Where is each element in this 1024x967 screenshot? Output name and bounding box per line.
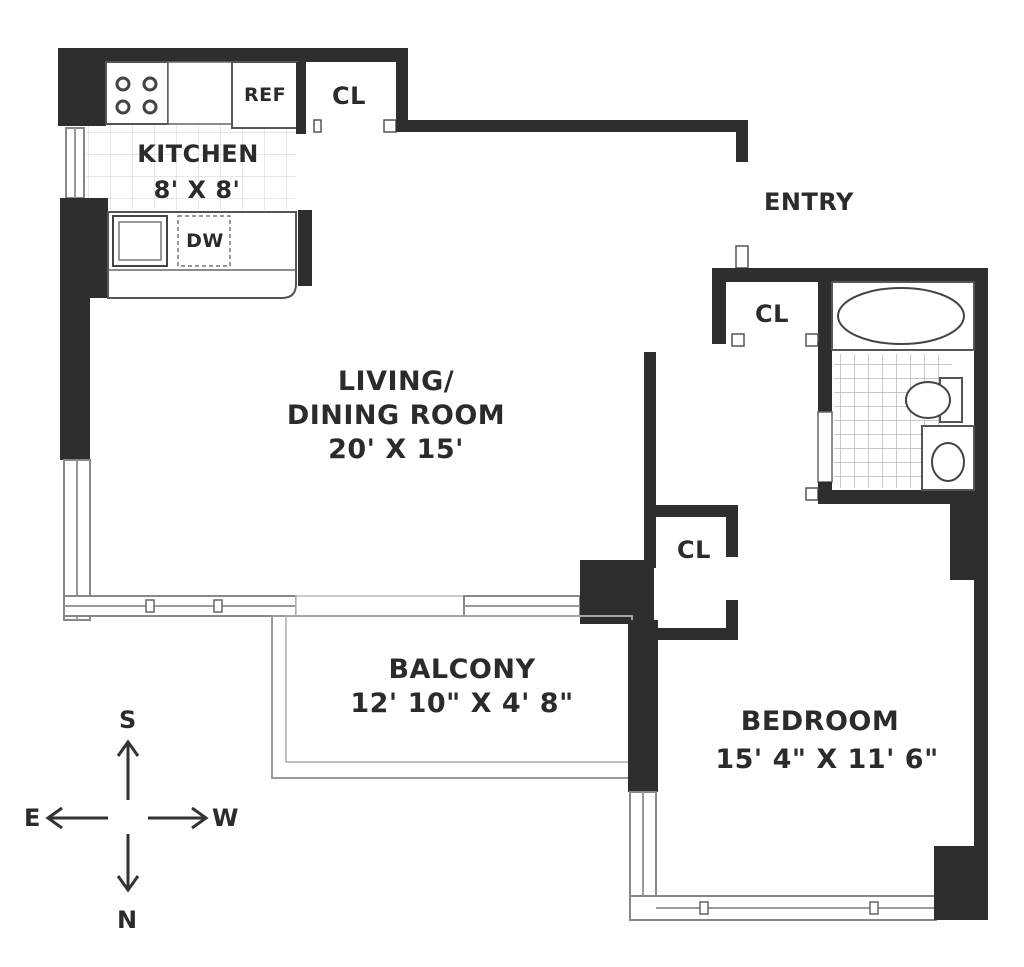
wall bbox=[974, 268, 988, 920]
wall bbox=[644, 352, 656, 568]
wall bbox=[712, 268, 726, 344]
living-name-line1: LIVING/ bbox=[337, 366, 455, 397]
bath-sink-icon bbox=[921, 425, 975, 491]
top-walls bbox=[383, 48, 748, 162]
refrigerator-icon bbox=[231, 61, 299, 129]
wall bbox=[58, 48, 408, 62]
wall bbox=[60, 290, 90, 460]
wall bbox=[656, 628, 738, 640]
compass-rose bbox=[45, 739, 209, 893]
entry-bath-walls bbox=[712, 245, 988, 504]
wall bbox=[712, 268, 988, 282]
dishwasher-icon bbox=[177, 215, 231, 267]
bedroom-name: BEDROOM bbox=[740, 706, 900, 737]
column bbox=[934, 846, 988, 920]
kitchen-size: 8' X 8' bbox=[153, 176, 241, 204]
living-bottom-wall bbox=[63, 560, 654, 624]
bathtub-icon bbox=[837, 287, 965, 345]
living-size: 20' X 15' bbox=[328, 434, 464, 465]
wall bbox=[396, 120, 748, 132]
living-left-wall bbox=[60, 290, 91, 621]
toilet-icon bbox=[905, 377, 963, 423]
wall bbox=[950, 500, 980, 580]
compass-west-label: W bbox=[212, 804, 239, 832]
wall bbox=[726, 600, 738, 640]
wall bbox=[396, 48, 408, 132]
column bbox=[580, 560, 654, 624]
closet-entry-label: CL bbox=[755, 300, 789, 328]
wall bbox=[736, 120, 748, 162]
bedroom-size: 15' 4" X 11' 6" bbox=[715, 744, 939, 775]
wall bbox=[726, 505, 738, 557]
sink-icon bbox=[112, 215, 168, 267]
stove-icon bbox=[105, 61, 169, 125]
compass-south-label: S bbox=[119, 706, 137, 734]
closet-kitchen-label: CL bbox=[332, 82, 366, 110]
refrigerator-label: REF bbox=[243, 84, 287, 106]
closet-bedroom-label: CL bbox=[677, 536, 711, 564]
compass-east-label: E bbox=[24, 804, 41, 832]
balcony-size: 12' 10" X 4' 8" bbox=[350, 688, 574, 719]
wall bbox=[818, 342, 832, 412]
compass-north-label: N bbox=[117, 906, 138, 934]
balcony-name: BALCONY bbox=[388, 654, 536, 685]
wall bbox=[58, 48, 106, 126]
wall bbox=[656, 505, 738, 517]
kitchen-area bbox=[58, 48, 408, 299]
wall bbox=[296, 62, 306, 134]
living-name-line2: DINING ROOM bbox=[286, 400, 506, 431]
bedroom-walls bbox=[628, 268, 988, 921]
kitchen-name: KITCHEN bbox=[137, 140, 259, 168]
dishwasher-label: DW bbox=[186, 230, 224, 252]
wall bbox=[818, 490, 978, 504]
wall bbox=[628, 620, 658, 792]
entry-label: ENTRY bbox=[764, 188, 854, 216]
wall bbox=[298, 210, 312, 286]
wall bbox=[60, 198, 108, 298]
wall bbox=[818, 282, 832, 342]
